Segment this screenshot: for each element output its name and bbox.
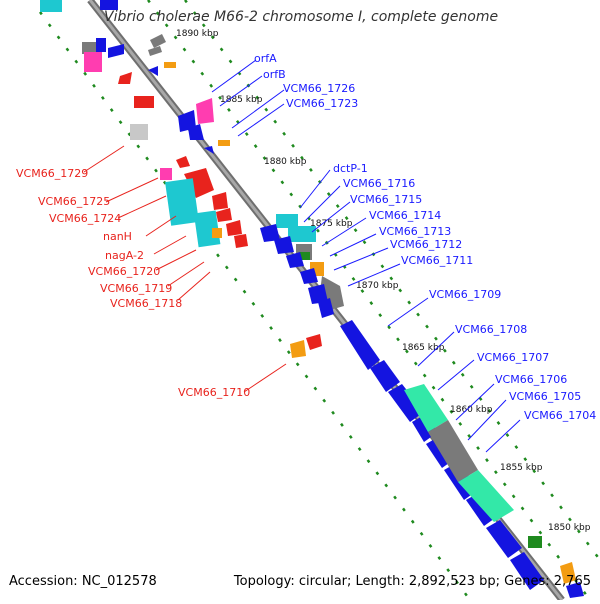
ruler-label: 1850 kbp <box>548 523 591 533</box>
gene-blue-1711[interactable] <box>300 268 318 284</box>
gray-feature[interactable] <box>82 42 96 54</box>
ruler-label: 1865 kbp <box>402 343 445 353</box>
gene-blue-1709a[interactable] <box>318 298 334 318</box>
gene-label-forward: VCM66_1729 <box>16 167 88 180</box>
gene-red-5[interactable] <box>216 208 232 222</box>
leader-lines-forward <box>83 145 287 393</box>
gene-red-4[interactable] <box>212 192 228 210</box>
gene-red-6[interactable] <box>226 220 242 236</box>
ruler-label: 1875 kbp <box>310 219 353 229</box>
gene-blue-1708[interactable] <box>370 360 400 392</box>
gene-label-reverse: VCM66_1704 <box>524 409 596 422</box>
orange-feature-2[interactable] <box>218 140 230 146</box>
gene-blue-4[interactable] <box>188 124 204 140</box>
gene-blue-3[interactable] <box>178 110 196 132</box>
ruler-label: 1890 kbp <box>176 29 219 39</box>
green-feature-lower[interactable] <box>528 536 542 548</box>
gene-label-forward: VCM66_1719 <box>100 282 172 295</box>
orange-feature-nagA[interactable] <box>212 228 222 238</box>
gene-label-forward: nanH <box>103 230 132 243</box>
gene-label-forward: nagA-2 <box>105 249 144 262</box>
gene-blue-1712[interactable] <box>286 252 304 268</box>
ruler-label: 1860 kbp <box>450 405 493 415</box>
cyan-feature-top[interactable] <box>40 0 62 12</box>
gene-label-reverse: VCM66_1714 <box>369 209 441 222</box>
ruler-label: 1885 kbp <box>220 95 263 105</box>
gene-red-top[interactable] <box>118 72 132 84</box>
gene-blue-1709[interactable] <box>340 320 380 370</box>
ruler-labels: 1890 kbp 1885 kbp 1880 kbp 1875 kbp 1870… <box>176 29 591 533</box>
gene-blue-2[interactable] <box>148 66 158 76</box>
gene-label-reverse: VCM66_1723 <box>286 97 358 110</box>
magenta-feature[interactable] <box>84 52 102 72</box>
gene-label-reverse: orfA <box>254 52 277 65</box>
ruler-label: 1870 kbp <box>356 281 399 291</box>
gene-label-forward: VCM66_1720 <box>88 265 160 278</box>
gene-blue-1701[interactable] <box>510 552 544 590</box>
gene-red-1710[interactable] <box>306 334 322 350</box>
gene-label-reverse: dctP-1 <box>333 162 368 175</box>
gene-label-reverse: VCM66_1715 <box>350 193 422 206</box>
feature-group-lower[interactable] <box>340 320 584 598</box>
gene-label-reverse: VCM66_1711 <box>401 254 473 267</box>
gene-blue-5[interactable] <box>204 146 214 154</box>
gene-blue-small[interactable] <box>96 38 106 52</box>
map-title: Vibrio cholerae M66-2 chromosome I, comp… <box>104 9 499 25</box>
gene-label-reverse: VCM66_1707 <box>477 351 549 364</box>
gene-red-7[interactable] <box>234 234 248 248</box>
genome-summary-text: Topology: circular; Length: 2,892,523 bp… <box>233 574 591 589</box>
gene-blue-corner[interactable] <box>566 582 584 598</box>
gray-feature-2[interactable] <box>150 34 166 48</box>
gene-blue-1702[interactable] <box>486 520 522 558</box>
gene-label-forward: VCM66_1725 <box>38 195 110 208</box>
gene-label-reverse: VCM66_1708 <box>455 323 527 336</box>
gene-blue-1714[interactable] <box>274 236 294 254</box>
labels-forward: VCM66_1729 VCM66_1725 VCM66_1724 nanH na… <box>16 167 250 399</box>
gene-red-3[interactable] <box>176 156 190 168</box>
labels-reverse: orfA orfB VCM66_1726 VCM66_1723 dctP-1 V… <box>254 52 596 422</box>
cyan-feature-dctP[interactable] <box>276 214 298 228</box>
accession-text: Accession: NC_012578 <box>9 574 157 589</box>
gene-nanH[interactable] <box>184 168 214 198</box>
cyan-feature-nagA[interactable] <box>193 210 221 248</box>
gene-label-reverse: VCM66_1712 <box>390 238 462 251</box>
gray-feature-lower[interactable] <box>428 420 478 482</box>
orange-feature-corner[interactable] <box>560 562 576 584</box>
gene-label-reverse: orfB <box>263 68 286 81</box>
gene-top-blue[interactable] <box>100 0 118 10</box>
gray-feature-3[interactable] <box>148 46 162 56</box>
cyan-feature-1715[interactable] <box>288 226 316 242</box>
gene-label-reverse: VCM66_1713 <box>379 225 451 238</box>
magenta-feature-2[interactable] <box>196 98 214 124</box>
gene-label-reverse: VCM66_1705 <box>509 390 581 403</box>
gene-label-reverse: VCM66_1706 <box>495 373 567 386</box>
gene-blue-1710r[interactable] <box>308 284 328 304</box>
feature-group-top[interactable] <box>40 0 248 248</box>
gene-blue-1707[interactable] <box>388 384 424 422</box>
ruler-label: 1855 kbp <box>500 463 543 473</box>
gene-label-reverse: VCM66_1726 <box>283 82 355 95</box>
green-feature-1713[interactable] <box>300 252 310 260</box>
orange-feature-1710[interactable] <box>290 340 306 358</box>
gene-red-2[interactable] <box>134 96 154 108</box>
gene-label-reverse: VCM66_1709 <box>429 288 501 301</box>
ruler-label: 1880 kbp <box>264 157 307 167</box>
gene-label-forward: VCM66_1718 <box>110 297 182 310</box>
leader-lines-reverse <box>211 59 521 453</box>
track-guides <box>38 0 600 601</box>
gene-label-reverse: VCM66_1716 <box>343 177 415 190</box>
feature-group-middle[interactable] <box>260 214 344 358</box>
gene-blue-1716[interactable] <box>260 224 280 242</box>
orange-feature-top[interactable] <box>164 62 176 68</box>
mint-feature-2[interactable] <box>458 470 514 522</box>
mint-feature-1[interactable] <box>404 384 448 432</box>
gene-label-forward: VCM66_1724 <box>49 212 121 225</box>
gray-light-feature[interactable] <box>130 124 148 140</box>
cyan-feature-nanH[interactable] <box>165 178 199 226</box>
magenta-feature-3[interactable] <box>160 168 172 180</box>
gene-blue-1[interactable] <box>108 44 124 58</box>
gene-label-forward: VCM66_1710 <box>178 386 250 399</box>
